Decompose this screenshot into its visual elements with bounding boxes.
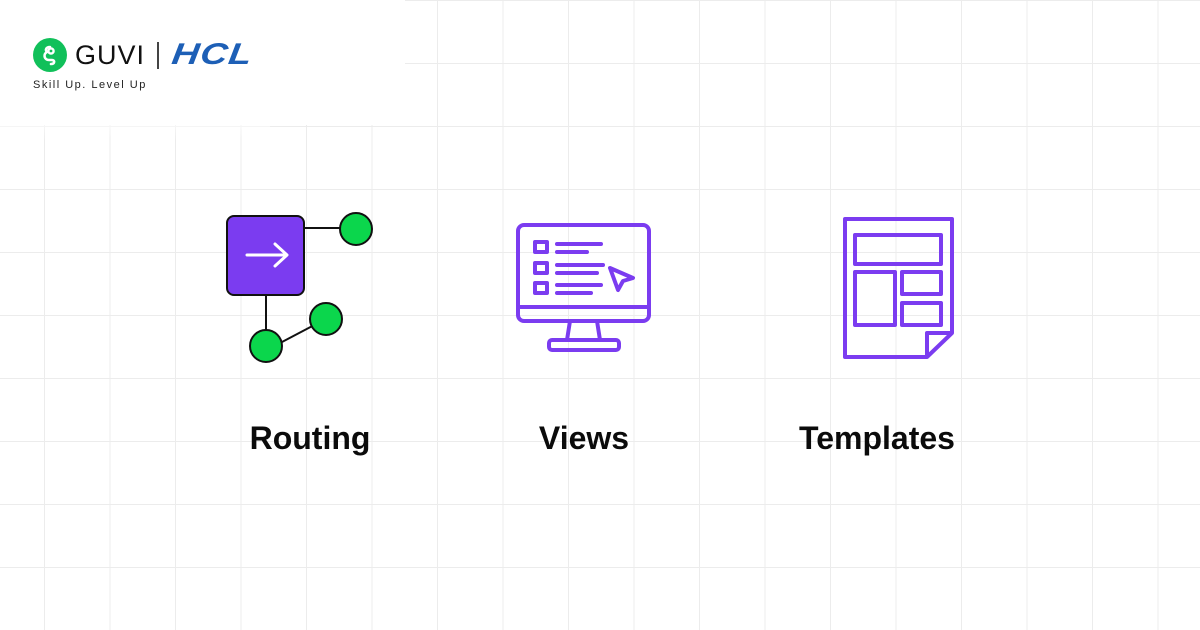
brand-tagline: Skill Up. Level Up	[33, 79, 147, 91]
routing-arrow-nodes-icon	[222, 210, 377, 370]
guvi-logo-icon	[33, 38, 67, 72]
page-template-icon	[840, 215, 960, 360]
monitor-view-icon	[515, 222, 655, 357]
feature-label-views: Views	[538, 420, 630, 456]
feature-label-routing: Routing	[249, 420, 371, 456]
feature-label-templates: Templates	[799, 420, 955, 456]
brand-logo: GUVI HCL	[33, 38, 255, 72]
guvi-wordmark: GUVI	[75, 39, 146, 70]
brand-divider	[157, 41, 159, 69]
hcl-wordmark: HCL	[169, 38, 255, 71]
